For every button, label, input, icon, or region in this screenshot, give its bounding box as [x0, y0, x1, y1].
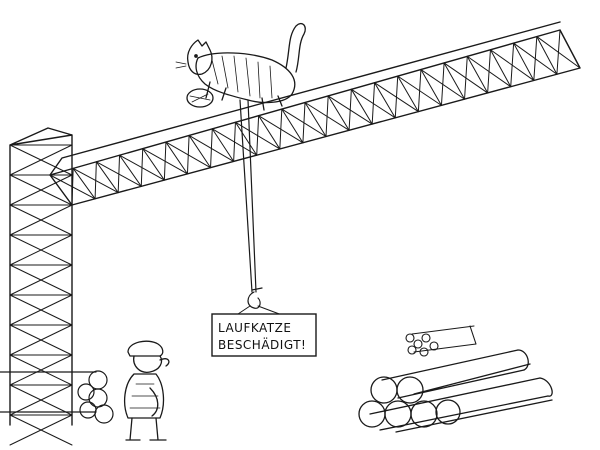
log-pile-right: [358, 349, 553, 433]
tower-lattice: [9, 144, 73, 446]
sign-board: [211, 313, 317, 357]
girder-lattice: [49, 29, 581, 206]
crane-girder: [49, 21, 581, 206]
log-pile-left: [0, 370, 114, 424]
worker: [123, 340, 170, 441]
hanging-sign: LAUFKATZE BESCHÄDIGT!: [211, 313, 317, 357]
cat-on-crane-girder: [175, 22, 306, 111]
crane-rope-and-hook: [231, 99, 291, 319]
small-log-bundle: [405, 325, 477, 357]
sign-line-2: BESCHÄDIGT!: [218, 337, 306, 352]
crane-tower: [9, 127, 73, 446]
sign-line-1: LAUFKATZE: [218, 321, 291, 335]
